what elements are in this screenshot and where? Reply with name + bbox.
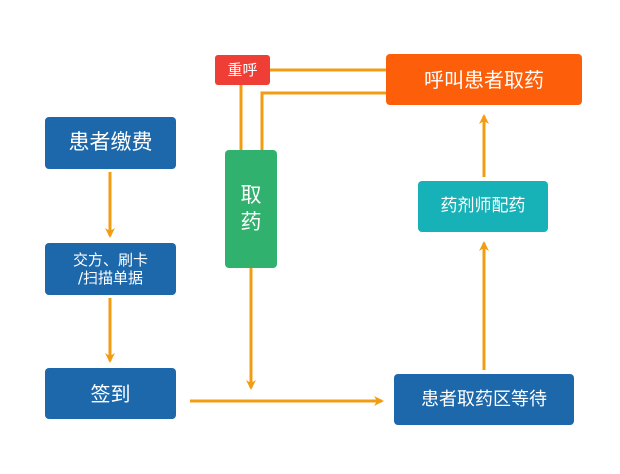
node-submit-prescription: 交方、刷卡 /扫描单据 [45,243,176,295]
node-label: 重呼 [227,61,258,79]
node-label-char1: 取 [240,182,262,207]
line-call-to-take [260,91,386,150]
node-call-patient: 呼叫患者取药 [386,54,582,105]
node-label: 签到 [90,381,131,406]
node-patient-payment: 患者缴费 [45,117,176,169]
node-label: 药剂师配药 [440,196,526,217]
node-label: 患者取药区等待 [421,388,547,410]
node-recall: 重呼 [215,55,270,85]
node-label: 患者缴费 [68,130,153,155]
node-pharmacist-prepare: 药剂师配药 [418,181,548,232]
node-label-line1: 交方、刷卡 [72,251,148,269]
node-label-line2: /扫描单据 [77,269,144,287]
node-label: 呼叫患者取药 [424,67,544,92]
node-take-medicine: 取 药 [225,150,277,268]
node-waiting-area: 患者取药区等待 [394,374,574,425]
node-label-char2: 药 [240,210,262,234]
node-sign-in: 签到 [45,368,176,419]
